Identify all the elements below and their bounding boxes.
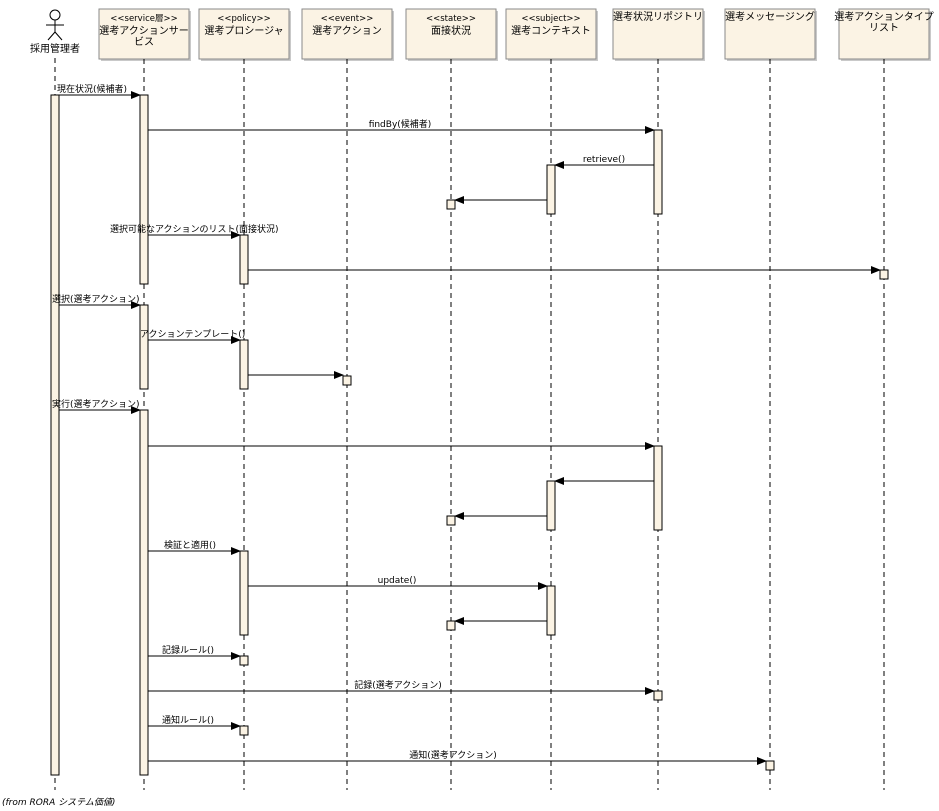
lifeline-name: 選考コンテキスト: [511, 24, 591, 37]
activation-bar: [765, 760, 775, 771]
lifeline-name: 選考プロシージャ: [204, 24, 283, 37]
activation-bar: [446, 620, 456, 631]
message-20: 通知(選考アクション): [148, 749, 767, 765]
lifeline-name: ビス: [134, 36, 154, 48]
lifeline-stereotype: <<event>>: [321, 14, 374, 24]
activation-bar: [653, 445, 663, 531]
message-18: 記録(選考アクション): [148, 679, 655, 695]
lifeline-head-5: <<subject>>選考コンテキスト: [505, 8, 598, 61]
lifeline-head-7: 選考メッセージング: [724, 8, 817, 61]
lifeline-head-2: <<policy>>選考プロシージャ: [198, 8, 291, 61]
message-1: 現在状況(候補者): [57, 83, 141, 99]
lifeline-name: 選考アクション: [312, 24, 382, 37]
actor-stick-figure-icon: [46, 9, 64, 41]
activation-bar: [879, 269, 889, 280]
lifeline-stereotype: <<state>>: [426, 14, 476, 24]
message-label: 検証と適用(): [164, 539, 216, 551]
lifeline-name: リスト: [869, 23, 899, 34]
lifeline-stereotype: <<subject>>: [521, 14, 580, 24]
message-2: findBy(候補者): [148, 118, 655, 134]
message-3: retrieve(): [554, 155, 654, 169]
message-17: 記録ルール(): [148, 644, 241, 660]
lifeline-stereotype: <<service層>>: [110, 14, 177, 24]
lifeline-name: 選考メッセージング: [725, 10, 815, 23]
message-8: アクションテンプレート(): [140, 329, 245, 344]
message-14: 検証と適用(): [148, 539, 241, 555]
lifeline-name: 選考アクションサー: [99, 24, 189, 37]
message-label: 通知(選考アクション): [409, 749, 497, 761]
activation-bar: [546, 585, 556, 636]
lifeline-name: 選考アクションタイプ: [834, 10, 934, 23]
message-label: 記録ルール(): [162, 644, 214, 656]
activation-bar: [139, 304, 149, 390]
activation-bar: [653, 690, 663, 701]
activation-bar: [546, 164, 556, 215]
activation-bar: [446, 199, 456, 210]
message-19: 通知ルール(): [148, 714, 241, 730]
message-label: 選択可能なアクションのリスト(面接状況): [110, 223, 279, 235]
message-label: アクションテンプレート(): [140, 329, 245, 340]
lifeline-head-6: 選考状況リポジトリ: [612, 8, 705, 61]
message-15: update(): [248, 576, 548, 590]
lifeline-head-4: <<state>>面接状況: [405, 8, 498, 61]
message-label: 選択(選考アクション): [52, 293, 140, 305]
message-label: 実行(選考アクション): [52, 398, 140, 410]
message-5: 選択可能なアクションのリスト(面接状況): [110, 223, 279, 239]
lifeline-lines: [143, 59, 885, 790]
message-7: 選択(選考アクション): [52, 293, 141, 309]
activation-bar: [342, 375, 352, 386]
lifeline-head-3: <<event>>選考アクション: [301, 8, 394, 61]
lifeline-heads: <<service層>>選考アクションサービス<<policy>>選考プロシージ…: [98, 8, 934, 61]
lifeline-stereotype: <<policy>>: [217, 14, 271, 24]
activation-bar: [653, 129, 663, 215]
activation-bar: [239, 234, 249, 285]
message-label: 現在状況(候補者): [57, 83, 127, 95]
activation-bar: [139, 409, 149, 776]
activation-bar: [239, 655, 249, 666]
activation-bars: [50, 94, 889, 776]
activation-bar: [446, 515, 456, 526]
messages: 現在状況(候補者) findBy(候補者) retrieve() 選択可能なアクション…: [52, 83, 881, 765]
message-label: findBy(候補者): [369, 118, 432, 130]
lifeline-name: 面接状況: [431, 24, 471, 37]
message-label: retrieve(): [583, 155, 625, 165]
message-10: 実行(選考アクション): [52, 398, 141, 414]
lifeline-name: 選考状況リポジトリ: [613, 10, 703, 23]
activation-bar: [239, 339, 249, 390]
activation-bar: [239, 550, 249, 636]
footer-note: (from RORA システム価値): [2, 797, 115, 808]
message-label: 記録(選考アクション): [354, 679, 442, 691]
message-label: update(): [378, 576, 417, 586]
activation-bar: [239, 725, 249, 736]
activation-bar: [50, 94, 60, 776]
actor-name: 採用管理者: [30, 42, 80, 55]
message-label: 通知ルール(): [162, 714, 214, 726]
activation-bar: [546, 480, 556, 531]
activation-bar: [139, 94, 149, 285]
